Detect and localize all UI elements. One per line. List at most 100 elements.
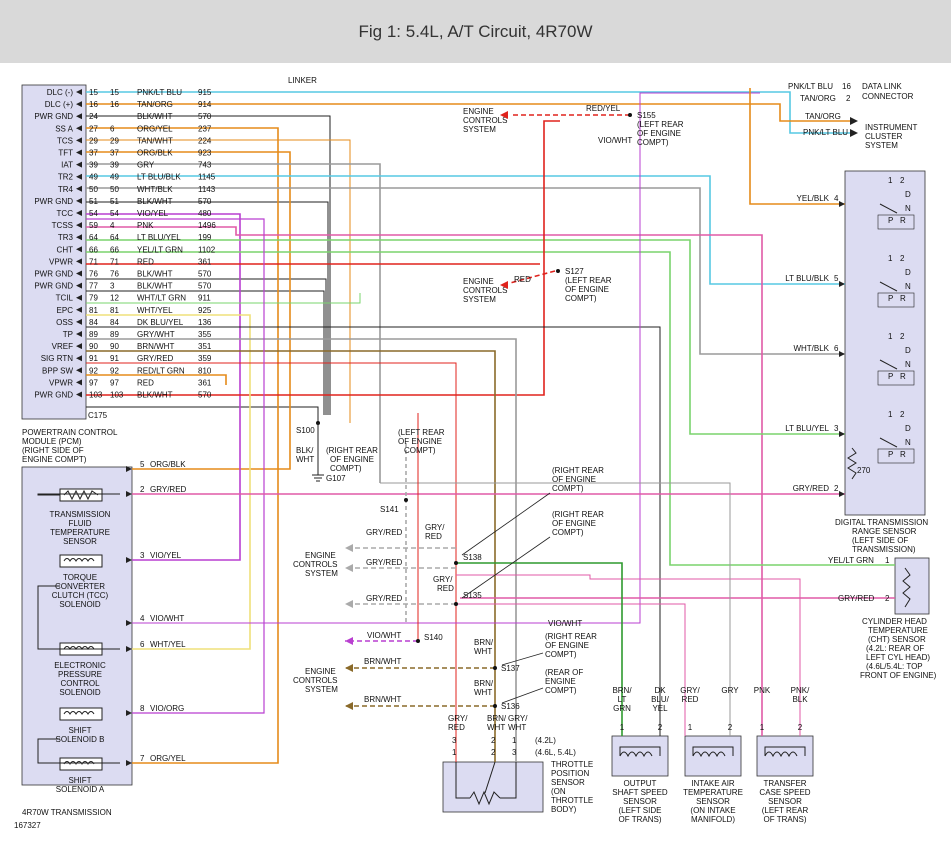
pcm-wire-color: PNK/LT BLU xyxy=(137,88,182,97)
transmission-pin-number: 4 xyxy=(140,614,145,623)
pcm-pin-label: TR3 xyxy=(58,233,74,242)
pcm-connector-pin: 49 xyxy=(110,173,119,182)
tps-pin-row2: 3 xyxy=(512,748,517,757)
epc-caption-line: PRESSURE xyxy=(58,670,102,679)
pcm-circuit-number: 915 xyxy=(198,88,212,97)
pcm-pin-label: PWR GND xyxy=(34,270,73,279)
oss-wire-color: LT xyxy=(618,695,627,704)
s137-wire-top-2: WHT xyxy=(474,647,492,656)
s137-wire-top-1: BRN/ xyxy=(474,638,494,647)
dtr-switch-pos: 1 xyxy=(888,332,893,341)
pcm-circuit-number: 570 xyxy=(198,391,212,400)
pcm-caption-line: ENGINE COMPT) xyxy=(22,455,87,464)
s100-wire-1: BLK/ xyxy=(296,446,314,455)
s140-wire-label: VIO/WHT xyxy=(367,631,401,640)
oss-wire-color: BRN/ xyxy=(612,686,632,695)
tft-caption-line: FLUID xyxy=(68,519,91,528)
transmission-wire-color: ORG/BLK xyxy=(150,460,186,469)
s135-label: S135 xyxy=(463,591,482,600)
tps-wire-color: BRN/ xyxy=(487,714,507,723)
s155-line2: (LEFT REAR xyxy=(637,120,684,129)
pcm-connector-pin: 89 xyxy=(110,330,119,339)
wire-tr4 xyxy=(86,187,845,355)
oss-caption: SHAFT SPEED xyxy=(612,788,668,797)
pcm-pin-number: 103 xyxy=(89,391,103,400)
dtr-switch-pos: R xyxy=(900,216,906,225)
tcss-caption: OF TRANS) xyxy=(764,815,807,824)
dtr-switch-pos: 2 xyxy=(900,254,905,263)
wire-tcss xyxy=(86,226,763,736)
pcm-connector-pin: 29 xyxy=(110,136,119,145)
s138-desc-2: OF ENGINE xyxy=(552,475,596,484)
pcm-circuit-number: 570 xyxy=(198,270,212,279)
dtr-switch-pos: 1 xyxy=(888,410,893,419)
pcm-pin-number: 39 xyxy=(89,161,98,170)
dtr-switch-pos: D xyxy=(905,268,911,277)
ic-label2: CLUSTER xyxy=(865,132,903,141)
figure-title: Fig 1: 5.4L, A/T Circuit, 4R70W xyxy=(358,21,593,41)
oss-coil-symbol xyxy=(619,751,653,758)
s137-wire-bot-2: WHT xyxy=(474,688,492,697)
tps-pin-row1: 2 xyxy=(491,736,496,745)
iat-wire-color: RED xyxy=(682,695,699,704)
tft-caption-line: TRANSMISSION xyxy=(50,510,111,519)
pcm-pin-label: BPP SW xyxy=(42,366,73,375)
s127-arrow xyxy=(500,281,508,289)
pcm-circuit-number: 1102 xyxy=(198,245,216,254)
pcm-pin-label: VPWR xyxy=(49,257,73,266)
ic-label3: SYSTEM xyxy=(865,141,898,150)
transmission-internal-wire xyxy=(37,738,120,764)
cht-sensor-symbol xyxy=(902,567,911,608)
pcm-wire-color: BRN/WHT xyxy=(137,342,174,351)
transmission-pin-arrow xyxy=(126,466,132,472)
s127-line2: (LEFT REAR xyxy=(565,276,612,285)
transmission-wire-color: WHT/YEL xyxy=(150,640,186,649)
pcm-pin-label: TCS xyxy=(57,136,73,145)
ssa-caption-line: SHIFT xyxy=(68,776,91,785)
transmission-pin-number: 8 xyxy=(140,704,145,713)
tps-pin-row2-note: (4.6L, 5.4L) xyxy=(535,748,576,757)
pcm-pin-label: OSS xyxy=(56,318,73,327)
pcm-pin-arrow xyxy=(76,89,82,95)
tps-pin-row2: 1 xyxy=(452,748,457,757)
pcm-connector-pin: 90 xyxy=(110,342,119,351)
pcm-pin-label: TR4 xyxy=(58,185,74,194)
s155-vio-label: VIO/WHT xyxy=(598,136,632,145)
ecs-bottom-line2: CONTROLS xyxy=(293,676,337,685)
transmission-internal-wire xyxy=(37,585,120,650)
pcm-wire-color: GRY/WHT xyxy=(137,330,175,339)
pcm-pin-arrow xyxy=(76,246,82,253)
tcss-pin-number: 2 xyxy=(798,723,803,732)
dtr-switch-contact xyxy=(879,359,898,370)
ground-symbol xyxy=(312,474,324,482)
dtr-switch-pos: R xyxy=(900,450,906,459)
wire-ic-tan xyxy=(760,103,850,122)
s136-label: S136 xyxy=(501,702,520,711)
ecs-mid-top-line1: ENGINE xyxy=(463,277,494,286)
cht-caption-3: (CHT) SENSOR xyxy=(868,635,926,644)
dtr-switch-pos: N xyxy=(905,360,911,369)
pcm-pin-arrow xyxy=(76,173,82,180)
pcm-pin-label: IAT xyxy=(61,161,73,170)
pcm-connector-pin: 37 xyxy=(110,149,119,158)
epc-caption-line: CONTROL xyxy=(60,679,100,688)
transmission-pin-arrow xyxy=(126,760,132,766)
ecs-mid-line2: CONTROLS xyxy=(293,560,337,569)
pcm-connector-pin: 84 xyxy=(110,318,119,327)
dtr-resistor-value: 270 xyxy=(857,466,871,475)
tcss-pin-number: 1 xyxy=(760,723,765,732)
dtr-wire-color: YEL/BLK xyxy=(797,194,830,203)
pcm-pin-arrow xyxy=(76,379,82,386)
pcm-circuit-number: 570 xyxy=(198,112,212,121)
pcm-connector-pin: 91 xyxy=(110,354,119,363)
pcm-circuit-number: 743 xyxy=(198,161,212,170)
pcm-circuit-number: 914 xyxy=(198,100,212,109)
pcm-circuit-number: 199 xyxy=(198,233,212,242)
oss-box xyxy=(611,735,669,777)
dtr-switch-pos: 2 xyxy=(900,176,905,185)
pcm-connector-label: C175 xyxy=(88,411,108,420)
tps-wire-color: GRY/ xyxy=(448,714,468,723)
pcm-connector-pin: 50 xyxy=(110,185,119,194)
ecs-mid-arrow-1 xyxy=(345,544,353,552)
